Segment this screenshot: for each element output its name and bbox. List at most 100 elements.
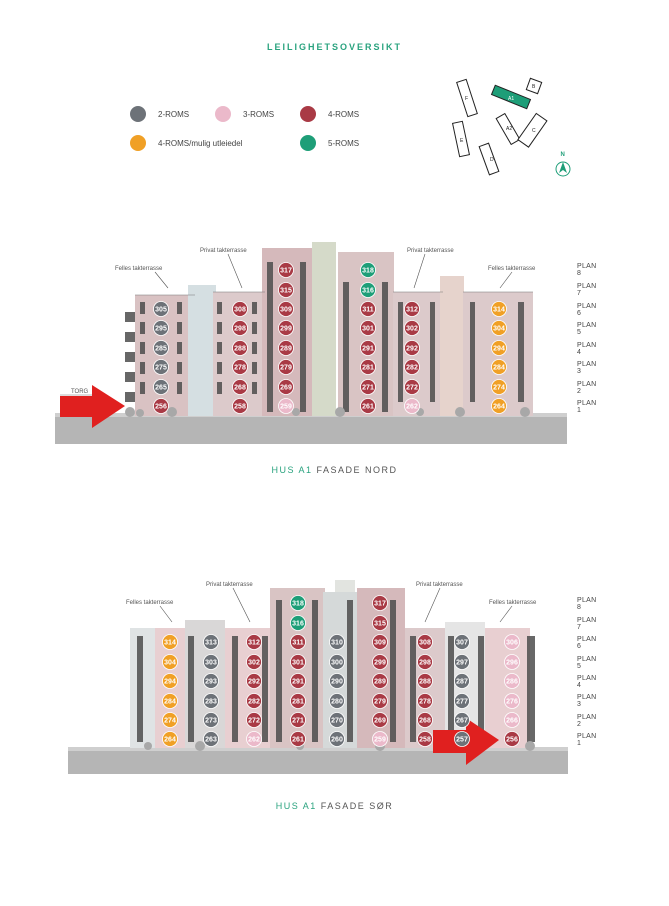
- unit-dot-4-roms[interactable]: [232, 320, 248, 336]
- unit-dot-4-roms[interactable]: [417, 693, 433, 709]
- unit-dot-3-roms[interactable]: [504, 654, 520, 670]
- unit-dot-2-roms[interactable]: [454, 654, 470, 670]
- unit-dot-2-roms[interactable]: [454, 712, 470, 728]
- unit-dot-4-roms[interactable]: [372, 693, 388, 709]
- unit-dot-4-roms-utleie[interactable]: [491, 398, 507, 414]
- unit-dot-4-roms-utleie[interactable]: [491, 359, 507, 375]
- unit-dot-3-roms[interactable]: [504, 634, 520, 650]
- unit-dot-4-roms[interactable]: [290, 634, 306, 650]
- unit-dot-4-roms[interactable]: [290, 673, 306, 689]
- unit-dot-2-roms[interactable]: [153, 379, 169, 395]
- unit-dot-3-roms[interactable]: [504, 693, 520, 709]
- unit-dot-4-roms[interactable]: [360, 398, 376, 414]
- unit-dot-3-roms[interactable]: [504, 712, 520, 728]
- unit-dot-5-roms[interactable]: [360, 262, 376, 278]
- unit-dot-3-roms[interactable]: [372, 731, 388, 747]
- unit-dot-4-roms[interactable]: [246, 712, 262, 728]
- unit-dot-4-roms[interactable]: [404, 320, 420, 336]
- unit-dot-3-roms[interactable]: [278, 398, 294, 414]
- unit-dot-4-roms[interactable]: [278, 320, 294, 336]
- unit-dot-2-roms[interactable]: [329, 654, 345, 670]
- unit-dot-4-roms[interactable]: [360, 359, 376, 375]
- unit-dot-4-roms[interactable]: [417, 634, 433, 650]
- unit-dot-2-roms[interactable]: [203, 673, 219, 689]
- unit-dot-4-roms-utleie[interactable]: [491, 379, 507, 395]
- unit-dot-4-roms-utleie[interactable]: [162, 654, 178, 670]
- unit-dot-2-roms[interactable]: [153, 320, 169, 336]
- unit-dot-4-roms[interactable]: [404, 301, 420, 317]
- unit-dot-4-roms[interactable]: [278, 282, 294, 298]
- unit-dot-2-roms[interactable]: [153, 301, 169, 317]
- unit-dot-4-roms[interactable]: [372, 712, 388, 728]
- unit-dot-4-roms[interactable]: [232, 398, 248, 414]
- unit-dot-2-roms[interactable]: [454, 731, 470, 747]
- unit-dot-2-roms[interactable]: [329, 712, 345, 728]
- unit-dot-2-roms[interactable]: [329, 731, 345, 747]
- unit-dot-2-roms[interactable]: [203, 693, 219, 709]
- unit-dot-4-roms[interactable]: [360, 379, 376, 395]
- unit-dot-4-roms[interactable]: [278, 340, 294, 356]
- unit-dot-5-roms[interactable]: [360, 282, 376, 298]
- unit-dot-4-roms[interactable]: [360, 301, 376, 317]
- unit-dot-4-roms[interactable]: [278, 301, 294, 317]
- unit-dot-4-roms[interactable]: [372, 673, 388, 689]
- unit-dot-4-roms-utleie[interactable]: [162, 731, 178, 747]
- unit-number: 271: [362, 385, 374, 392]
- unit-dot-4-roms[interactable]: [417, 673, 433, 689]
- unit-dot-4-roms[interactable]: [290, 654, 306, 670]
- unit-dot-4-roms-utleie[interactable]: [491, 320, 507, 336]
- unit-dot-4-roms[interactable]: [232, 340, 248, 356]
- unit-dot-4-roms[interactable]: [372, 615, 388, 631]
- unit-dot-4-roms[interactable]: [246, 673, 262, 689]
- unit-dot-2-roms[interactable]: [329, 634, 345, 650]
- unit-dot-4-roms[interactable]: [278, 359, 294, 375]
- unit-dot-3-roms[interactable]: [504, 673, 520, 689]
- unit-dot-4-roms[interactable]: [360, 320, 376, 336]
- unit-dot-4-roms-utleie[interactable]: [162, 712, 178, 728]
- unit-dot-4-roms[interactable]: [417, 731, 433, 747]
- unit-dot-2-roms[interactable]: [203, 634, 219, 650]
- unit-dot-4-roms[interactable]: [404, 359, 420, 375]
- unit-dot-4-roms[interactable]: [372, 595, 388, 611]
- unit-dot-2-roms[interactable]: [329, 693, 345, 709]
- unit-number: 267: [456, 718, 468, 725]
- unit-dot-2-roms[interactable]: [454, 634, 470, 650]
- unit-dot-4-roms-utleie[interactable]: [162, 634, 178, 650]
- unit-dot-4-roms[interactable]: [372, 654, 388, 670]
- unit-dot-4-roms[interactable]: [232, 301, 248, 317]
- unit-dot-2-roms[interactable]: [329, 673, 345, 689]
- unit-dot-4-roms[interactable]: [290, 731, 306, 747]
- unit-dot-4-roms[interactable]: [404, 340, 420, 356]
- unit-dot-4-roms[interactable]: [290, 712, 306, 728]
- unit-dot-4-roms[interactable]: [246, 634, 262, 650]
- unit-dot-2-roms[interactable]: [153, 359, 169, 375]
- unit-dot-4-roms-utleie[interactable]: [491, 340, 507, 356]
- unit-dot-4-roms[interactable]: [153, 398, 169, 414]
- unit-dot-4-roms-utleie[interactable]: [162, 693, 178, 709]
- unit-dot-4-roms[interactable]: [360, 340, 376, 356]
- unit-dot-2-roms[interactable]: [454, 673, 470, 689]
- unit-dot-3-roms[interactable]: [404, 398, 420, 414]
- unit-dot-4-roms[interactable]: [372, 634, 388, 650]
- unit-dot-5-roms[interactable]: [290, 595, 306, 611]
- unit-dot-3-roms[interactable]: [246, 731, 262, 747]
- unit-dot-5-roms[interactable]: [290, 615, 306, 631]
- unit-dot-2-roms[interactable]: [203, 712, 219, 728]
- unit-dot-4-roms[interactable]: [246, 693, 262, 709]
- unit-dot-2-roms[interactable]: [203, 654, 219, 670]
- unit-dot-4-roms[interactable]: [278, 262, 294, 278]
- unit-dot-4-roms[interactable]: [417, 654, 433, 670]
- unit-dot-4-roms[interactable]: [232, 359, 248, 375]
- unit-dot-4-roms[interactable]: [278, 379, 294, 395]
- unit-dot-4-roms[interactable]: [504, 731, 520, 747]
- unit-dot-4-roms-utleie[interactable]: [162, 673, 178, 689]
- unit-dot-4-roms[interactable]: [417, 712, 433, 728]
- unit-dot-2-roms[interactable]: [153, 340, 169, 356]
- unit-dot-4-roms[interactable]: [290, 693, 306, 709]
- unit-dot-4-roms-utleie[interactable]: [491, 301, 507, 317]
- unit-dot-4-roms[interactable]: [246, 654, 262, 670]
- unit-dot-4-roms[interactable]: [232, 379, 248, 395]
- unit-dot-4-roms[interactable]: [404, 379, 420, 395]
- unit-dot-2-roms[interactable]: [203, 731, 219, 747]
- unit-dot-2-roms[interactable]: [454, 693, 470, 709]
